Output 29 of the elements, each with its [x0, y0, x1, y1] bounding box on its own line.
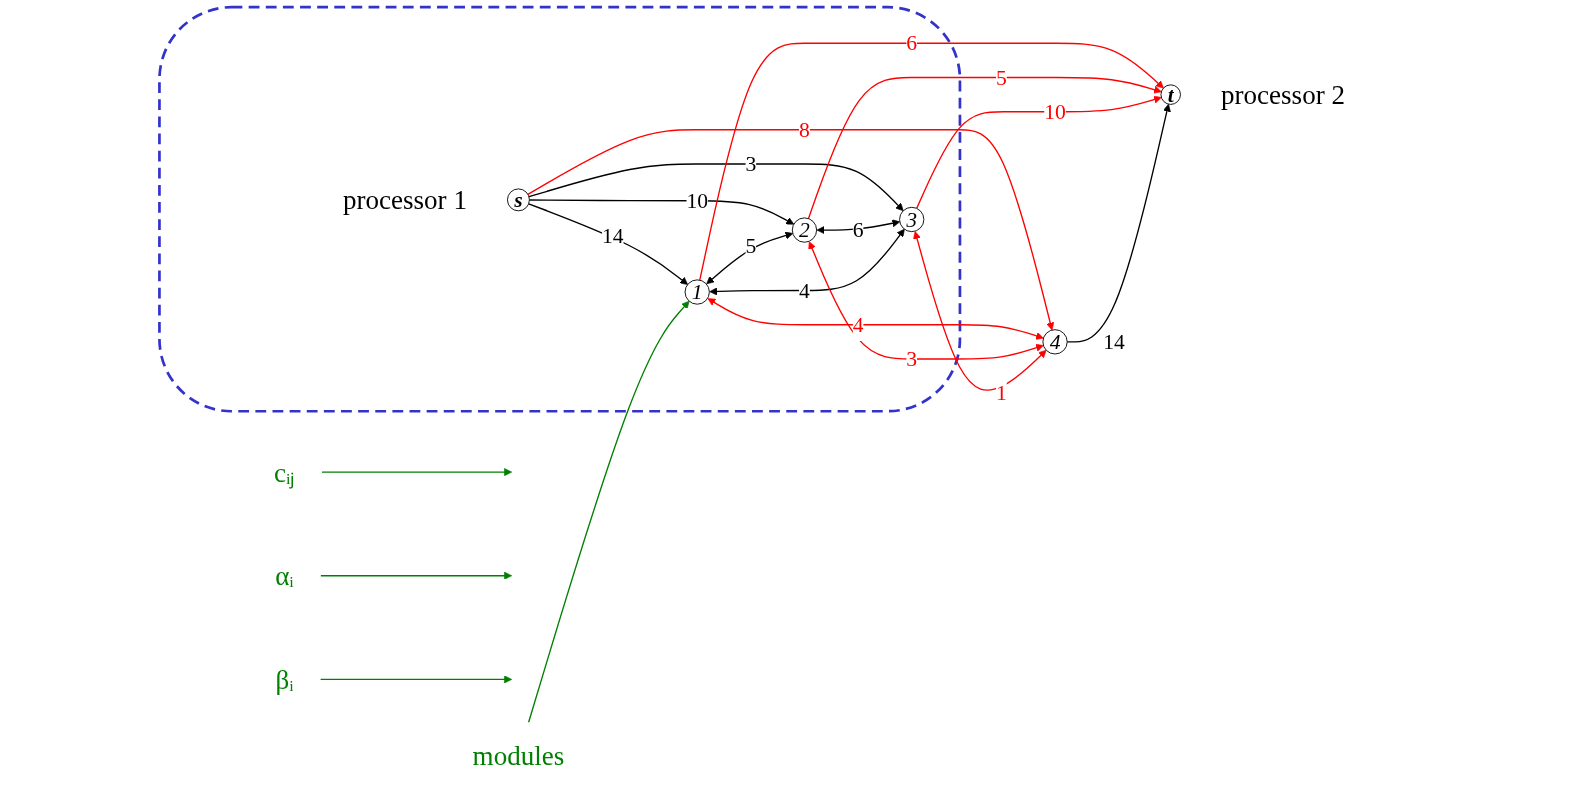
circle-node: 4 — [1042, 329, 1068, 355]
arrow — [706, 231, 794, 285]
leader-line — [527, 300, 690, 723]
leader-line — [319, 675, 513, 684]
arrow — [916, 95, 1162, 210]
circle-node: s — [507, 188, 530, 212]
circle-node: 3 — [899, 206, 925, 233]
arrow — [699, 42, 1164, 281]
leader-line — [321, 468, 513, 477]
circle-node: t — [1160, 82, 1181, 107]
annotation-text: cᵢⱼ — [274, 457, 295, 487]
annotation-text: modules — [472, 741, 565, 771]
arrow — [913, 231, 1047, 391]
circle-node: 1 — [684, 279, 710, 305]
arrow — [808, 241, 1044, 360]
circle-node: 2 — [791, 217, 818, 243]
arrow — [1066, 103, 1171, 343]
arrow — [528, 203, 688, 285]
arrow — [528, 163, 904, 212]
leader-line — [320, 571, 513, 580]
side-label: processor 1 — [343, 185, 467, 215]
annotation-text: αᵢ — [275, 560, 294, 591]
arrow — [527, 129, 1055, 331]
arrow — [528, 199, 795, 225]
arrow — [709, 228, 905, 296]
arrow — [707, 298, 1044, 340]
arrow — [807, 76, 1162, 220]
side-label: processor 2 — [1221, 79, 1345, 110]
annotation-text: βᵢ — [275, 664, 294, 695]
